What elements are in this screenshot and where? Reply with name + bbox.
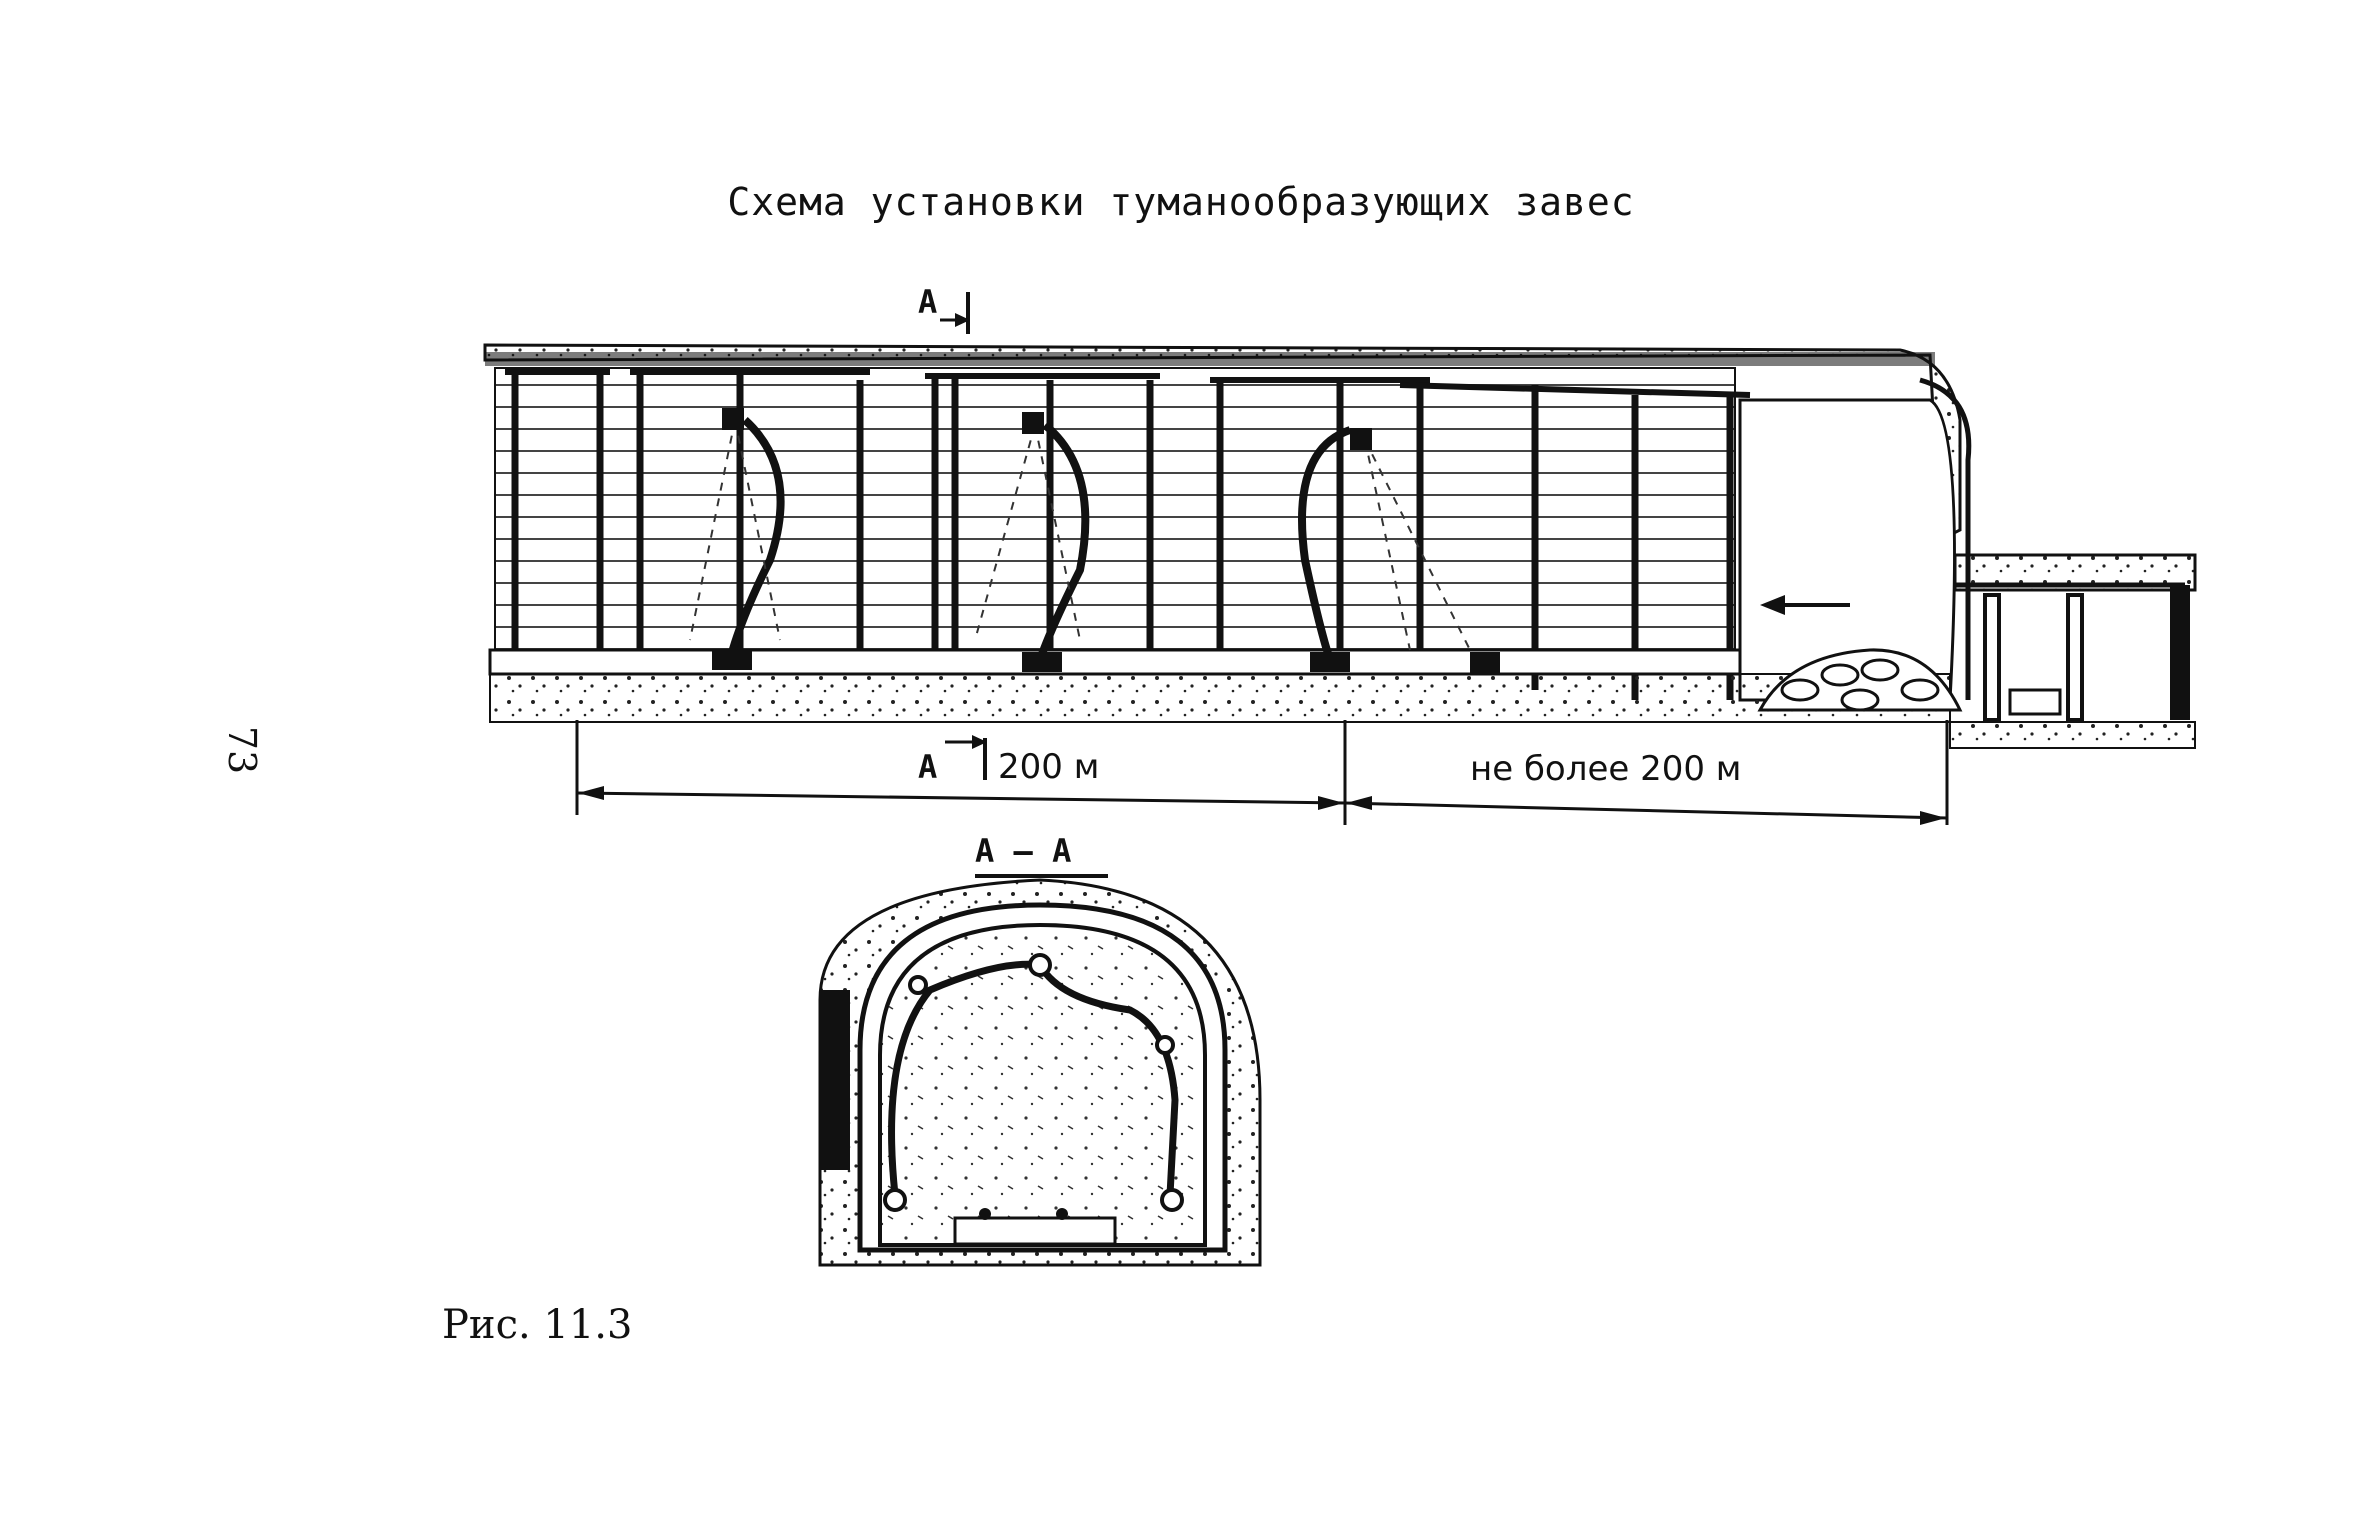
floor-rock [489,673,1951,723]
section-mark-top [940,292,970,334]
distance-right-label: не более 200 м [1470,749,1741,789]
figure-caption: Рис. 11.3 [442,1302,633,1348]
cross-section-a-a: А – А [818,832,1262,1267]
rail-track [488,648,1742,676]
section-title: А – А [975,832,1071,870]
section-side-block [820,990,850,1170]
rock-pile [1757,648,1963,712]
fog-curtain-1 [689,408,785,670]
fog-curtain-3 [1298,426,1500,674]
dimension-lines [575,720,1949,825]
dimension-arrows [578,786,1946,825]
section-rail-bed [953,1216,1117,1246]
working-face-area [1738,398,1956,702]
arrow-left-icon [1760,595,1850,615]
roof-edge [485,352,1935,366]
diagram-title: Схема установки туманообразующих завес [727,180,1635,224]
section-mark-bottom [945,735,987,780]
side-branch [1949,553,2197,749]
section-nozzle-left [908,975,928,995]
lagging-wall [494,367,1736,671]
section-valve-right [1160,1188,1184,1212]
section-valve-left [883,1188,907,1212]
cap-beams [505,369,1751,398]
longitudinal-section: А А 200 м не более 200 м [483,283,2197,825]
section-nozzle-right [1155,1035,1175,1055]
arch-lining-inner [878,922,1207,1247]
fog-curtain-2 [974,412,1090,672]
section-mark-top-label: А [918,283,937,321]
section-nozzle-top [1028,953,1052,977]
section-mark-bottom-label: А [918,748,937,786]
distance-left-label: 200 м [998,747,1099,787]
